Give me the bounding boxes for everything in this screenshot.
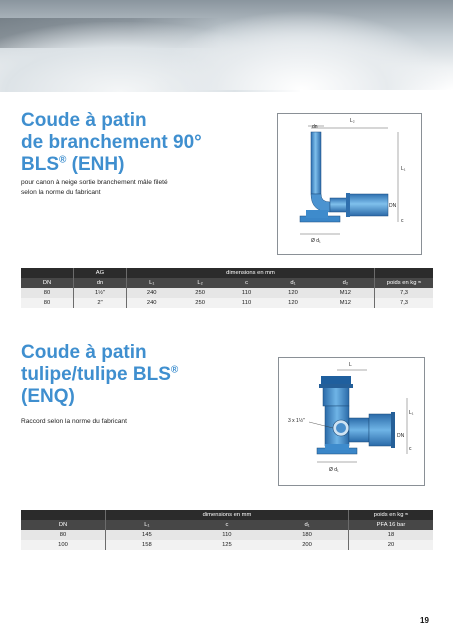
table-cell: 80 <box>21 288 74 298</box>
table-cell: 250 <box>176 288 224 298</box>
section1-desc-line2: selon la norme du fabricant <box>21 189 101 196</box>
section1-title-line2: de branchement 90° <box>21 132 202 153</box>
section2-title-line2: tulipe/tulipe BLS <box>21 364 171 385</box>
dim-label-l1: L₁ <box>401 166 406 172</box>
section2-spec-table: dimensions en mm poids en kg ≈ DN L₁ c d… <box>21 510 433 550</box>
table-header-row: DN L₁ c d₁ PFA 16 bar <box>21 520 433 530</box>
elbow-drawing-svg <box>299 125 399 235</box>
table-header-row: dimensions en mm poids en kg ≈ <box>21 510 433 520</box>
table-cell: 145 <box>104 530 188 540</box>
dim-label-l: L <box>349 362 352 368</box>
table-col-header: d₁ <box>266 520 349 530</box>
table-col-header: L₁ <box>126 278 177 288</box>
header-snow-photo <box>0 0 453 92</box>
table-col-header: L₂ <box>176 278 224 288</box>
section2-desc-line1: Raccord selon la norme du fabricant <box>21 418 127 425</box>
table-header-cell: dimensions en mm <box>105 510 349 520</box>
dim-label-d1: Ø d₁ <box>329 467 339 473</box>
table-header-cell <box>21 268 74 278</box>
table-row: 80 145 110 180 18 <box>21 530 433 540</box>
dim-label-c: c <box>401 218 404 224</box>
table-cell: 180 <box>266 530 349 540</box>
section1-title-line3b: (ENH) <box>66 154 125 175</box>
table-cell: 250 <box>176 298 224 308</box>
table-col-header: c <box>187 520 267 530</box>
table-row: 100 158 125 200 20 <box>21 540 433 550</box>
dim-label-thread: 3 x 1½" <box>288 418 305 424</box>
table-header-row: AG dimensions en mm <box>21 268 433 278</box>
table-cell: 7,3 <box>374 298 433 308</box>
section1-description: pour canon à neige sortie branchement mâ… <box>21 178 231 198</box>
table-col-header: d₁ <box>269 278 317 288</box>
table-cell: 80 <box>21 298 74 308</box>
table-col-header: c <box>223 278 270 288</box>
table-col-header: dn <box>73 278 127 288</box>
table-cell: 120 <box>269 298 317 308</box>
section2-description: Raccord selon la norme du fabricant <box>21 417 231 427</box>
section2-technical-drawing: L 3 x 1½" L₁ DN c Ø d₁ <box>278 357 425 486</box>
table-col-header: d₂ <box>316 278 375 288</box>
table-cell: 100 <box>21 540 106 550</box>
table-cell: 240 <box>126 298 177 308</box>
section2-title-line1: Coude à patin <box>21 342 147 363</box>
table-row: 80 2" 240 250 110 120 M12 7,3 <box>21 298 433 308</box>
table-cell: 158 <box>104 540 188 550</box>
dim-label-l2: L₂ <box>350 118 355 124</box>
table-col-header: DN <box>21 278 74 288</box>
table-cell: 110 <box>223 288 270 298</box>
dim-label-d1: Ø d₁ <box>311 238 321 244</box>
section2-title: Coude à patin tulipe/tulipe BLS® (ENQ) <box>21 342 261 408</box>
table-header-row: DN dn L₁ L₂ c d₁ d₂ poids en kg ≈ <box>21 278 433 288</box>
table-cell: 200 <box>266 540 349 550</box>
table-header-cell <box>21 510 106 520</box>
section1-title: Coude à patin de branchement 90° BLS® (E… <box>21 110 261 176</box>
table-cell: 1½" <box>73 288 127 298</box>
section2-title-line3: (ENQ) <box>21 386 75 407</box>
table-cell: 110 <box>223 298 270 308</box>
table-col-header: L₁ <box>104 520 188 530</box>
table-header-cell: dimensions en mm <box>126 268 375 278</box>
table-cell: 240 <box>126 288 177 298</box>
table-cell: 18 <box>348 530 433 540</box>
section1-desc-line1: pour canon à neige sortie branchement mâ… <box>21 179 168 186</box>
table-col-header: DN <box>21 520 106 530</box>
table-cell: 125 <box>187 540 267 550</box>
section1-technical-drawing: dn L₂ L₁ DN c Ø d₁ <box>277 113 422 255</box>
table-row: 80 1½" 240 250 110 120 M12 7,3 <box>21 288 433 298</box>
header-snow-slope <box>150 10 453 90</box>
table-cell: 80 <box>21 530 106 540</box>
table-cell: 7,3 <box>374 288 433 298</box>
registered-mark: ® <box>59 154 67 166</box>
table-cell: 2" <box>73 298 127 308</box>
dim-label-c: c <box>409 446 412 452</box>
table-cell: 110 <box>187 530 267 540</box>
section1-title-line1: Coude à patin <box>21 110 147 131</box>
page-number: 19 <box>420 616 429 625</box>
dim-label-l1: L₁ <box>409 410 414 416</box>
table-cell: M12 <box>316 298 375 308</box>
tee-drawing-svg <box>308 369 408 463</box>
table-header-cell <box>374 268 433 278</box>
section1-spec-table: AG dimensions en mm DN dn L₁ L₂ c d₁ d₂ … <box>21 268 433 308</box>
table-cell: 20 <box>348 540 433 550</box>
table-col-header: poids en kg ≈ <box>374 278 433 288</box>
registered-mark: ® <box>170 364 179 376</box>
dim-label-DN: DN <box>397 433 405 439</box>
section1-title-line3a: BLS <box>21 154 59 175</box>
dim-label-dn: dn <box>312 124 318 130</box>
table-col-header: PFA 16 bar <box>348 520 433 530</box>
dim-label-DN: DN <box>389 203 397 209</box>
table-cell: 120 <box>269 288 317 298</box>
table-header-cell: AG <box>73 268 127 278</box>
table-cell: M12 <box>316 288 375 298</box>
table-header-cell: poids en kg ≈ <box>348 510 433 520</box>
